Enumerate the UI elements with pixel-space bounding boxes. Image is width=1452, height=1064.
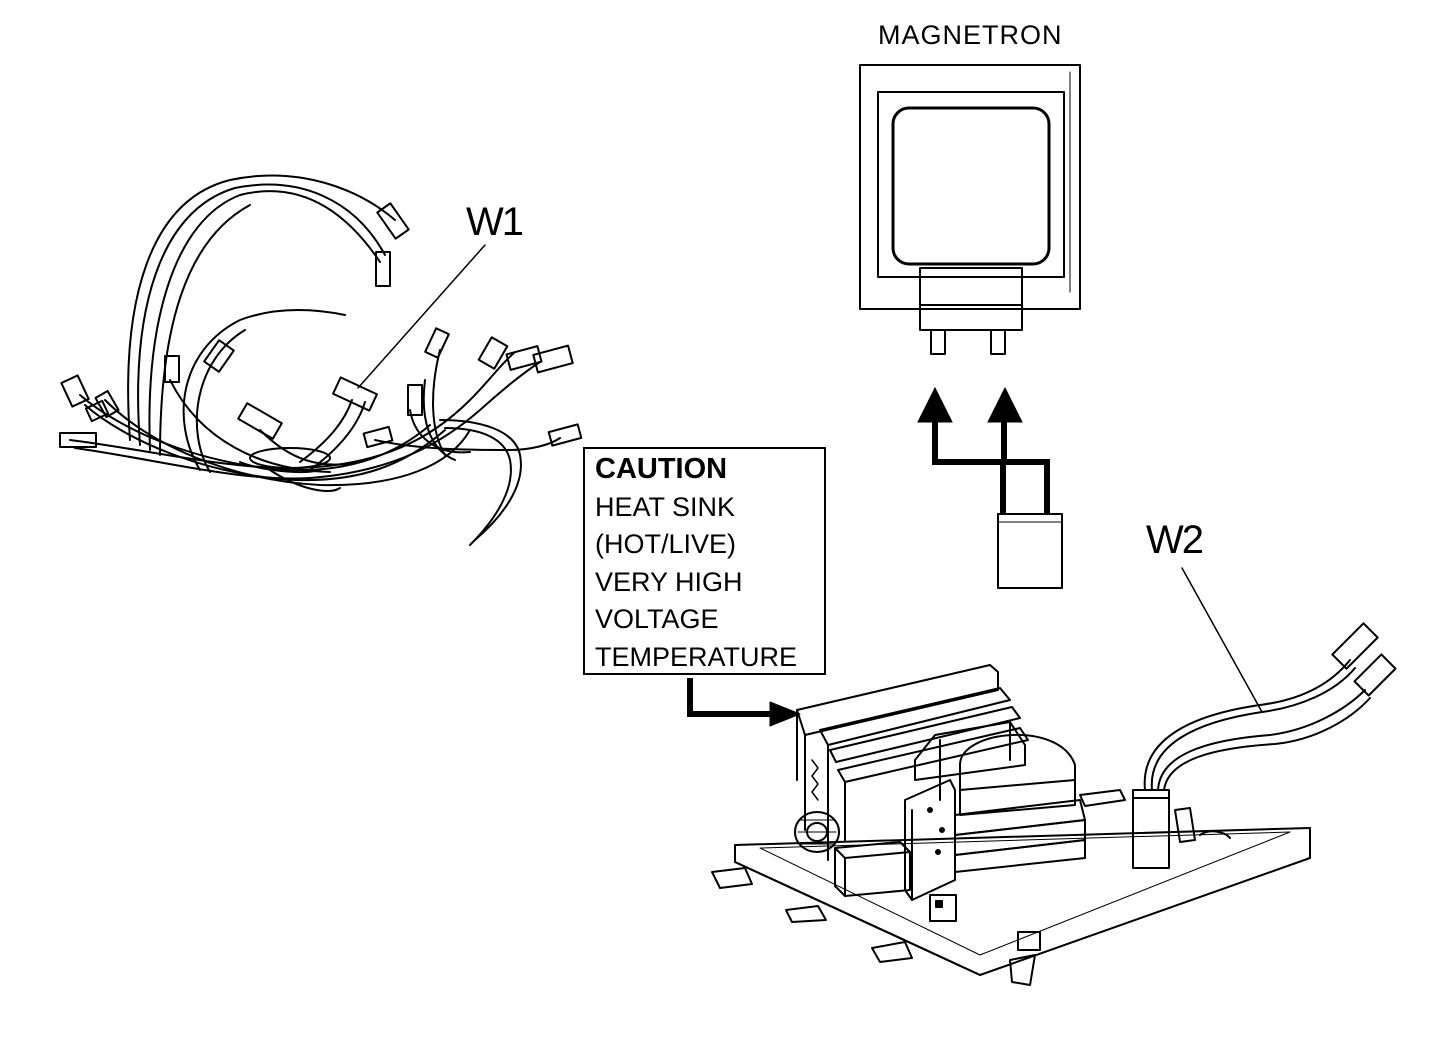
w2-label: W2 [1146,518,1204,562]
w1-wire-harness [59,174,583,546]
caution-line: TEMPERATURE [595,641,798,672]
magnetron-component [859,64,1081,355]
caution-line: HEAT SINK [595,491,736,522]
caution-line: VOLTAGE [595,604,719,635]
connection-arrows [917,386,1050,514]
w1-label: W1 [466,200,524,244]
magnetron-label: MAGNETRON [878,20,1063,50]
hv-board-assembly [711,567,1397,986]
caution-box: CAUTION HEAT SINK (HOT/LIVE) VERY HIGH V… [583,447,826,675]
caution-title: CAUTION [595,453,728,485]
magnetron-connector-block [997,513,1063,589]
caution-line: VERY HIGH [595,566,743,597]
caution-line: (HOT/LIVE) [595,529,737,560]
caution-arrow [687,678,801,727]
